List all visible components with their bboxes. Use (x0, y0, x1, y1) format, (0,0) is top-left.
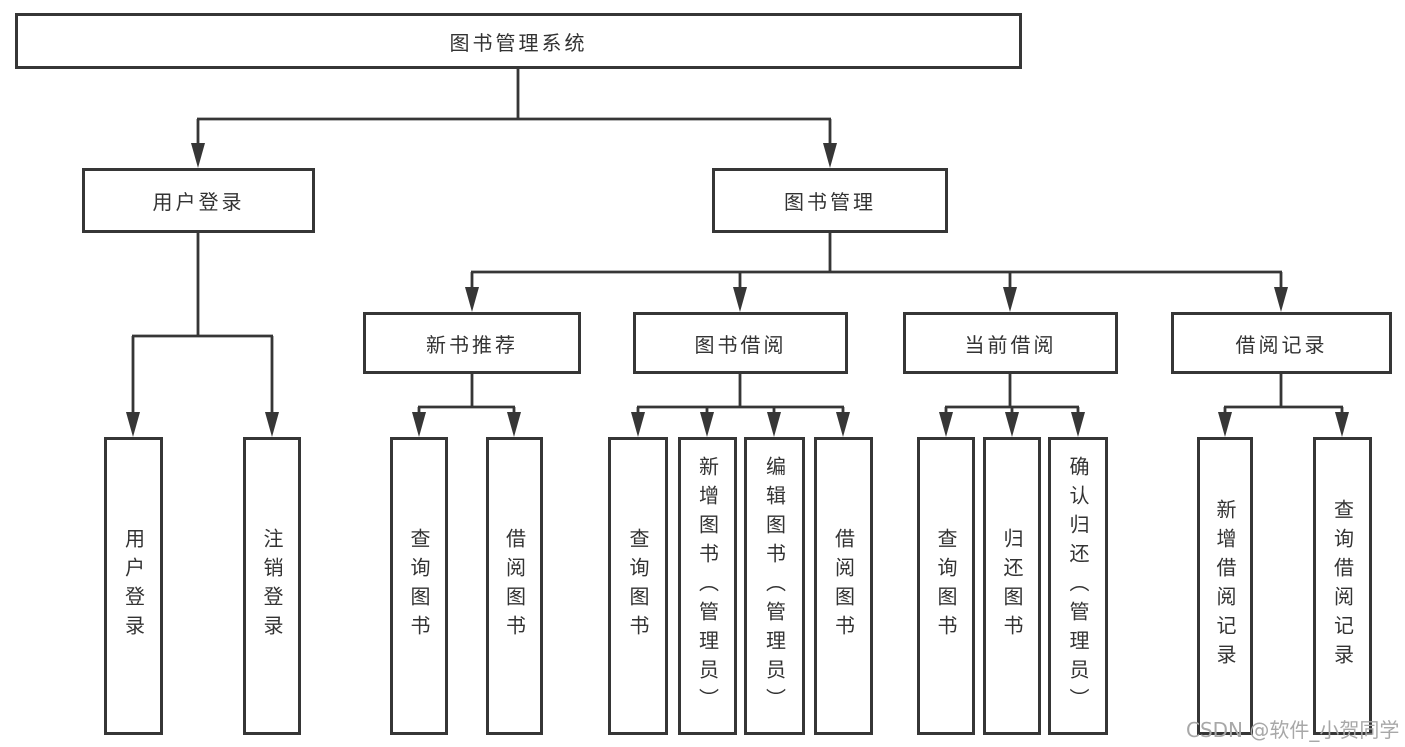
node-borrow-record-label: 借阅记录 (1235, 332, 1328, 357)
node-cb-query: 查询图书 (917, 437, 975, 735)
node-user-login: 用户登录 (82, 168, 315, 233)
node-br-add-label: 新增借阅记录 (1213, 499, 1237, 673)
arrowhead-icon (700, 412, 714, 437)
node-cb-confirm: 确认归还（管理员） (1048, 437, 1108, 735)
node-bb-borrow: 借阅图书 (814, 437, 873, 735)
arrowhead-icon (631, 412, 645, 437)
node-bb-borrow-label: 借阅图书 (831, 528, 856, 644)
node-bb-edit: 编辑图书（管理员） (744, 437, 805, 735)
node-ul-login-label: 用户登录 (121, 528, 146, 644)
node-new-book-label: 新书推荐 (426, 332, 518, 357)
node-cb-return-label: 归还图书 (1000, 528, 1024, 644)
node-nb-query: 查询图书 (390, 437, 448, 735)
arrowhead-icon (465, 287, 479, 312)
node-book-mgmt-label: 图书管理 (784, 190, 876, 214)
node-bb-edit-label: 编辑图书（管理员） (762, 455, 787, 717)
node-bb-query-label: 查询图书 (626, 528, 650, 644)
arrowhead-icon (733, 287, 747, 312)
node-cb-query-label: 查询图书 (934, 528, 958, 644)
node-book-borrow-label: 图书借阅 (694, 332, 787, 357)
node-nb-borrow: 借阅图书 (486, 437, 543, 735)
arrowhead-icon (1218, 412, 1232, 437)
node-br-add: 新增借阅记录 (1197, 437, 1253, 735)
arrowhead-icon (1071, 412, 1085, 437)
arrowhead-icon (1274, 287, 1288, 312)
csdn-watermark: CSDN @软件_小贺同学 (1186, 718, 1400, 742)
node-user-login-label: 用户登录 (152, 190, 245, 214)
arrowhead-icon (191, 143, 205, 168)
node-current-borrow-label: 当前借阅 (964, 332, 1057, 357)
node-cb-confirm-label: 确认归还（管理员） (1066, 455, 1090, 717)
arrowhead-icon (939, 412, 953, 437)
node-bb-add-label: 新增图书（管理员） (695, 455, 720, 717)
node-root: 图书管理系统 (15, 13, 1022, 69)
node-cb-return: 归还图书 (983, 437, 1041, 735)
node-br-query: 查询借阅记录 (1313, 437, 1372, 735)
node-br-query-label: 查询借阅记录 (1330, 499, 1355, 673)
node-ul-logout: 注销登录 (243, 437, 301, 735)
node-nb-query-label: 查询图书 (407, 528, 431, 644)
node-bb-add: 新增图书（管理员） (678, 437, 737, 735)
arrowhead-icon (412, 412, 426, 437)
arrowhead-icon (1003, 287, 1017, 312)
node-new-book: 新书推荐 (363, 312, 581, 374)
node-borrow-record: 借阅记录 (1171, 312, 1392, 374)
node-root-label: 图书管理系统 (449, 30, 588, 55)
arrowhead-icon (823, 143, 837, 168)
arrowhead-icon (126, 412, 140, 437)
arrowhead-icon (265, 412, 279, 437)
node-ul-login: 用户登录 (104, 437, 163, 735)
arrowhead-icon (767, 412, 781, 437)
node-nb-borrow-label: 借阅图书 (502, 528, 527, 644)
arrowheads (126, 143, 1349, 437)
arrowhead-icon (1335, 412, 1349, 437)
node-ul-logout-label: 注销登录 (260, 528, 284, 644)
arrowhead-icon (836, 412, 850, 437)
arrowhead-icon (507, 412, 521, 437)
arrowhead-icon (1005, 412, 1019, 437)
node-current-borrow: 当前借阅 (903, 312, 1118, 374)
node-bb-query: 查询图书 (608, 437, 668, 735)
node-book-mgmt: 图书管理 (712, 168, 948, 233)
node-book-borrow: 图书借阅 (633, 312, 848, 374)
